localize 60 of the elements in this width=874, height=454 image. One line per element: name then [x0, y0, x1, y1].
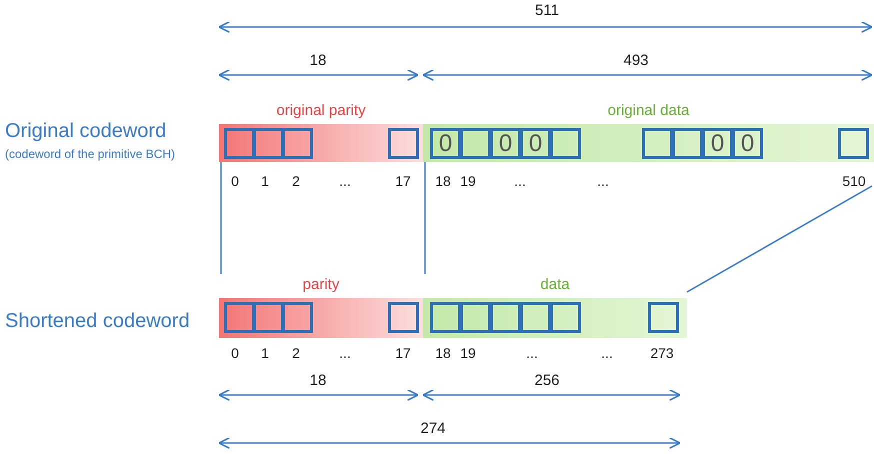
section-heading: data: [539, 276, 571, 293]
index-label: 18: [435, 173, 451, 189]
index-label: ...: [526, 345, 538, 361]
dimension-label: 511: [535, 2, 559, 19]
index-label: 18: [435, 345, 451, 361]
section-heading: original parity: [275, 102, 367, 119]
empty-bit-cell: [253, 128, 284, 159]
index-label: 1: [261, 173, 269, 189]
empty-bit-cell: [490, 302, 521, 333]
index-label: 17: [395, 345, 411, 361]
empty-bit-cell: [430, 302, 461, 333]
row-label: Shortened codeword: [5, 310, 190, 333]
index-label: ...: [601, 345, 613, 361]
empty-bit-cell: [224, 128, 255, 159]
bit-cell: 0: [732, 128, 763, 159]
index-label: ...: [597, 173, 609, 189]
index-label: 0: [231, 345, 239, 361]
index-label: 2: [292, 345, 300, 361]
index-label: 17: [395, 173, 411, 189]
empty-bit-cell: [282, 302, 313, 333]
empty-bit-cell: [520, 302, 551, 333]
index-label: ...: [514, 173, 526, 189]
connector-line: [424, 162, 426, 274]
index-label: 510: [842, 173, 866, 189]
index-label: 273: [650, 345, 674, 361]
empty-bit-cell: [672, 128, 703, 159]
index-label: ...: [339, 345, 351, 361]
dimension-label: 274: [420, 420, 446, 437]
index-label: 0: [231, 173, 239, 189]
empty-bit-cell: [282, 128, 313, 159]
empty-bit-cell: [388, 302, 419, 333]
row-sublabel: (codeword of the primitive BCH): [5, 147, 176, 161]
bit-cell: 0: [520, 128, 551, 159]
dimension-label: 493: [623, 52, 649, 69]
row-label: Original codeword: [5, 120, 166, 143]
empty-bit-cell: [460, 302, 491, 333]
index-label: 19: [460, 345, 476, 361]
index-label: 19: [460, 173, 476, 189]
index-label: 2: [292, 173, 300, 189]
dimension-label: 18: [310, 52, 326, 69]
dimension-label: 18: [310, 372, 326, 389]
empty-bit-cell: [642, 128, 673, 159]
index-label: ...: [339, 173, 351, 189]
empty-bit-cell: [838, 128, 869, 159]
empty-bit-cell: [388, 128, 419, 159]
empty-bit-cell: [550, 302, 581, 333]
index-label: 1: [261, 345, 269, 361]
section-heading: original data: [606, 102, 690, 119]
empty-bit-cell: [224, 302, 255, 333]
empty-bit-cell: [550, 128, 581, 159]
bit-cell: 0: [490, 128, 521, 159]
dimension-label: 256: [534, 372, 560, 389]
bit-cell: 0: [702, 128, 733, 159]
empty-bit-cell: [460, 128, 491, 159]
bit-cell: 0: [430, 128, 461, 159]
empty-bit-cell: [648, 302, 679, 333]
section-heading: parity: [302, 276, 340, 293]
empty-bit-cell: [253, 302, 284, 333]
connector-line: [220, 162, 222, 274]
connector-line: [686, 185, 872, 293]
